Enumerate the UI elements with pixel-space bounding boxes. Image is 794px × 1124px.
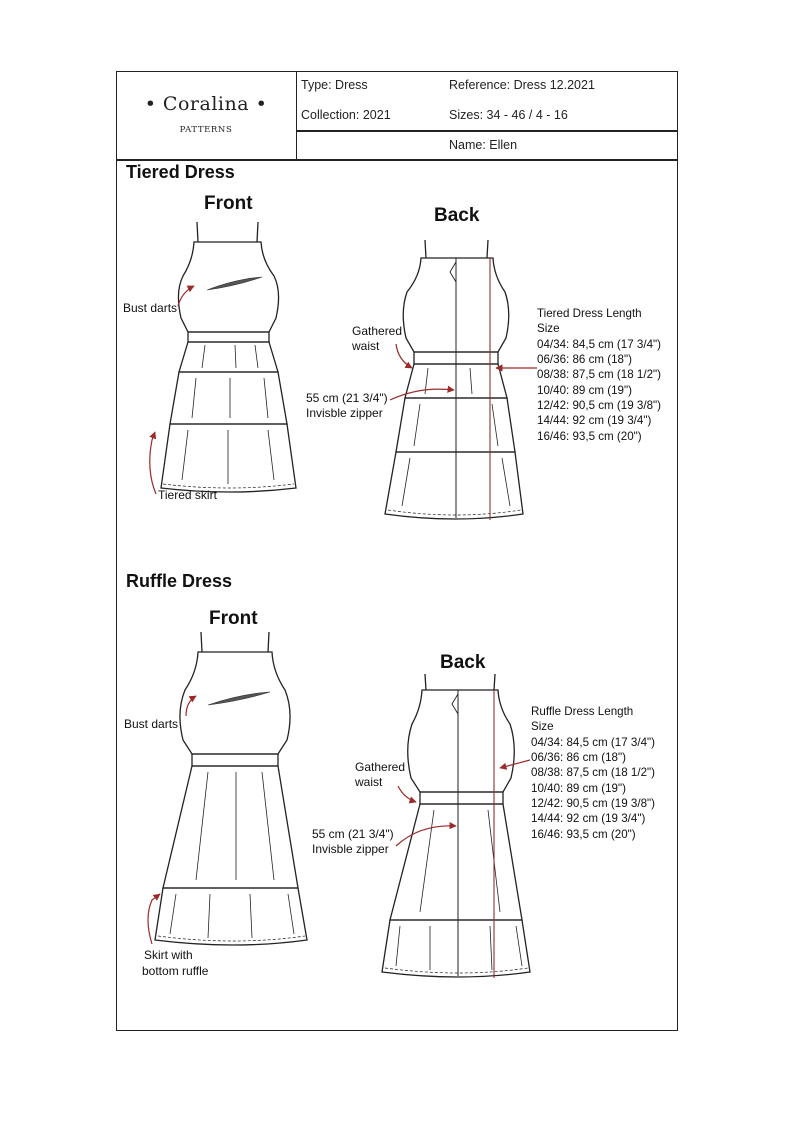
- tiered-size-row: 10/40: 89 cm (19"): [537, 384, 632, 397]
- tiered-annotation-arrows: [149, 285, 537, 495]
- tiered-size-row: 12/42: 90,5 cm (19 3/8"): [537, 399, 661, 412]
- tiered-back-drawing: [384, 239, 524, 520]
- tiered-size-row: 04/34: 84,5 cm (17 3/4"): [537, 338, 661, 351]
- ruffle-back-strap-right: [493, 673, 496, 691]
- ruffle-back-hem-stitch: [384, 967, 529, 974]
- tiered-gathered-label-2: waist: [352, 339, 380, 353]
- tiered-front-bodice: [177, 241, 280, 333]
- tiered-back-hem-stitch: [387, 509, 522, 516]
- ruffle-size-row: 14/44: 92 cm (19 3/4"): [531, 812, 646, 825]
- tiered-zipper-label-2: Invisble zipper: [306, 406, 383, 420]
- tiered-bust-dart-arrow: [177, 285, 195, 307]
- ruffle-skirt-arrow: [147, 893, 161, 945]
- ruffle-back-label: Back: [440, 652, 486, 673]
- ruffle-dress-title: Ruffle Dress: [126, 571, 233, 591]
- tiered-front-bust-dart: [206, 276, 263, 291]
- tiered-back-tier3: [384, 451, 524, 520]
- tiered-size-row: 14/44: 92 cm (19 3/4"): [537, 414, 652, 427]
- ruffle-back-skirt: [389, 803, 523, 921]
- ruffle-front-drawing: [154, 631, 308, 946]
- tiered-size-row: 16/46: 93,5 cm (20"): [537, 430, 642, 443]
- tiered-zipper-label-1: 55 cm (21 3/4"): [306, 391, 388, 405]
- tiered-front-drawing: [160, 221, 297, 493]
- tiered-front-folds: [181, 344, 275, 484]
- ruffle-skirt-label-2: bottom ruffle: [142, 964, 209, 978]
- pattern-name-field: Name: Ellen: [449, 138, 518, 152]
- tiered-back-folds: [401, 367, 511, 507]
- tiered-length-title: Tiered Dress Length: [537, 307, 642, 320]
- ruffle-skirt-label-1: Skirt with: [144, 948, 193, 962]
- spec-sheet-frame: [116, 71, 678, 1031]
- tiered-front-tier2: [169, 371, 288, 425]
- ruffle-size-row: 08/38: 87,5 cm (18 1/2"): [531, 766, 655, 779]
- ruffle-size-row: 10/40: 89 cm (19"): [531, 782, 626, 795]
- tiered-size-row: 06/36: 86 cm (18"): [537, 353, 632, 366]
- tiered-gathered-arrow: [395, 343, 413, 369]
- ruffle-size-row: 12/42: 90,5 cm (19 3/8"): [531, 797, 655, 810]
- tiered-skirt-arrow: [149, 431, 157, 495]
- tiered-back-zipper-pull: [449, 261, 457, 283]
- ruffle-back-folds: [395, 809, 523, 971]
- tiered-back-strap-right: [486, 239, 489, 259]
- tiered-front-waistband: [187, 331, 270, 343]
- ruffle-back-zipper-pull: [451, 693, 459, 715]
- ruffle-gathered-label-1: Gathered: [355, 760, 406, 774]
- ruffle-size-row: 16/46: 93,5 cm (20"): [531, 828, 636, 841]
- ruffle-front-bodice: [179, 651, 291, 755]
- ruffle-annotation-arrows: [147, 695, 531, 945]
- ruffle-gathered-label-2: waist: [355, 775, 383, 789]
- ruffle-gathered-arrow: [397, 785, 417, 804]
- ruffle-front-strap-left: [200, 631, 203, 653]
- brand-subtitle: PATTERNS: [179, 125, 233, 135]
- ruffle-back-ruffle: [381, 919, 531, 978]
- ruffle-front-bust-dart: [207, 691, 271, 706]
- tiered-gathered-label-1: Gathered: [352, 324, 403, 338]
- brand-name: • Coralina •: [144, 93, 268, 115]
- ruffle-front-strap-right: [267, 631, 270, 653]
- tiered-front-strap-right: [256, 221, 259, 243]
- ruffle-front-label: Front: [209, 608, 258, 629]
- header-divider: [297, 130, 678, 132]
- ruffle-front-skirt: [162, 765, 299, 889]
- tiered-front-hem-stitch: [162, 483, 295, 489]
- ruffle-zipper-label-2: Invisble zipper: [312, 842, 389, 856]
- sizes-field: Sizes: 34 - 46 / 4 - 16: [449, 108, 568, 122]
- ruffle-bust-dart-arrow: [185, 695, 197, 717]
- type-field: Type: Dress: [301, 78, 368, 92]
- tiered-front-tier3: [160, 423, 297, 493]
- ruffle-back-strap-left: [424, 673, 427, 691]
- header-bottom-line: [116, 159, 678, 161]
- tiered-back-label: Back: [434, 205, 480, 226]
- tiered-back-strap-left: [424, 239, 427, 259]
- ruffle-back-waistband: [419, 791, 504, 805]
- tiered-front-tier1: [178, 341, 279, 373]
- header-table: • Coralina • PATTERNS Type: Dress Refere…: [116, 71, 678, 161]
- tiered-size-row: 08/38: 87,5 cm (18 1/2"): [537, 368, 661, 381]
- tiered-dress-title: Tiered Dress: [126, 162, 235, 182]
- ruffle-zipper-label-1: 55 cm (21 3/4"): [312, 827, 394, 841]
- ruffle-size-row: 04/34: 84,5 cm (17 3/4"): [531, 736, 655, 749]
- tiered-zipper-arrow: [389, 385, 455, 401]
- ruffle-front-hem-stitch: [157, 935, 306, 942]
- collection-field: Collection: 2021: [301, 108, 391, 122]
- ruffle-front-folds: [169, 771, 295, 939]
- ruffle-size-row: 06/36: 86 cm (18"): [531, 751, 626, 764]
- ruffle-back-bodice: [407, 689, 515, 793]
- tiered-front-label: Front: [204, 193, 253, 214]
- ruffle-length-title: Ruffle Dress Length: [531, 705, 634, 718]
- tiered-front-strap-left: [196, 221, 199, 243]
- ruffle-front-waistband: [191, 753, 279, 767]
- reference-field: Reference: Dress 12.2021: [449, 78, 595, 92]
- tiered-size-label: Size: [537, 322, 560, 335]
- ruffle-zipper-arrow: [395, 822, 457, 847]
- ruffle-size-label: Size: [531, 720, 554, 733]
- ruffle-length-arrow: [499, 759, 531, 770]
- brand-block: • Coralina • PATTERNS: [116, 71, 297, 160]
- tiered-bust-darts-label: Bust darts: [123, 301, 178, 315]
- ruffle-bust-darts-label: Bust darts: [124, 717, 179, 731]
- ruffle-front-ruffle: [154, 887, 308, 946]
- tiered-skirt-label: Tiered skirt: [158, 488, 217, 502]
